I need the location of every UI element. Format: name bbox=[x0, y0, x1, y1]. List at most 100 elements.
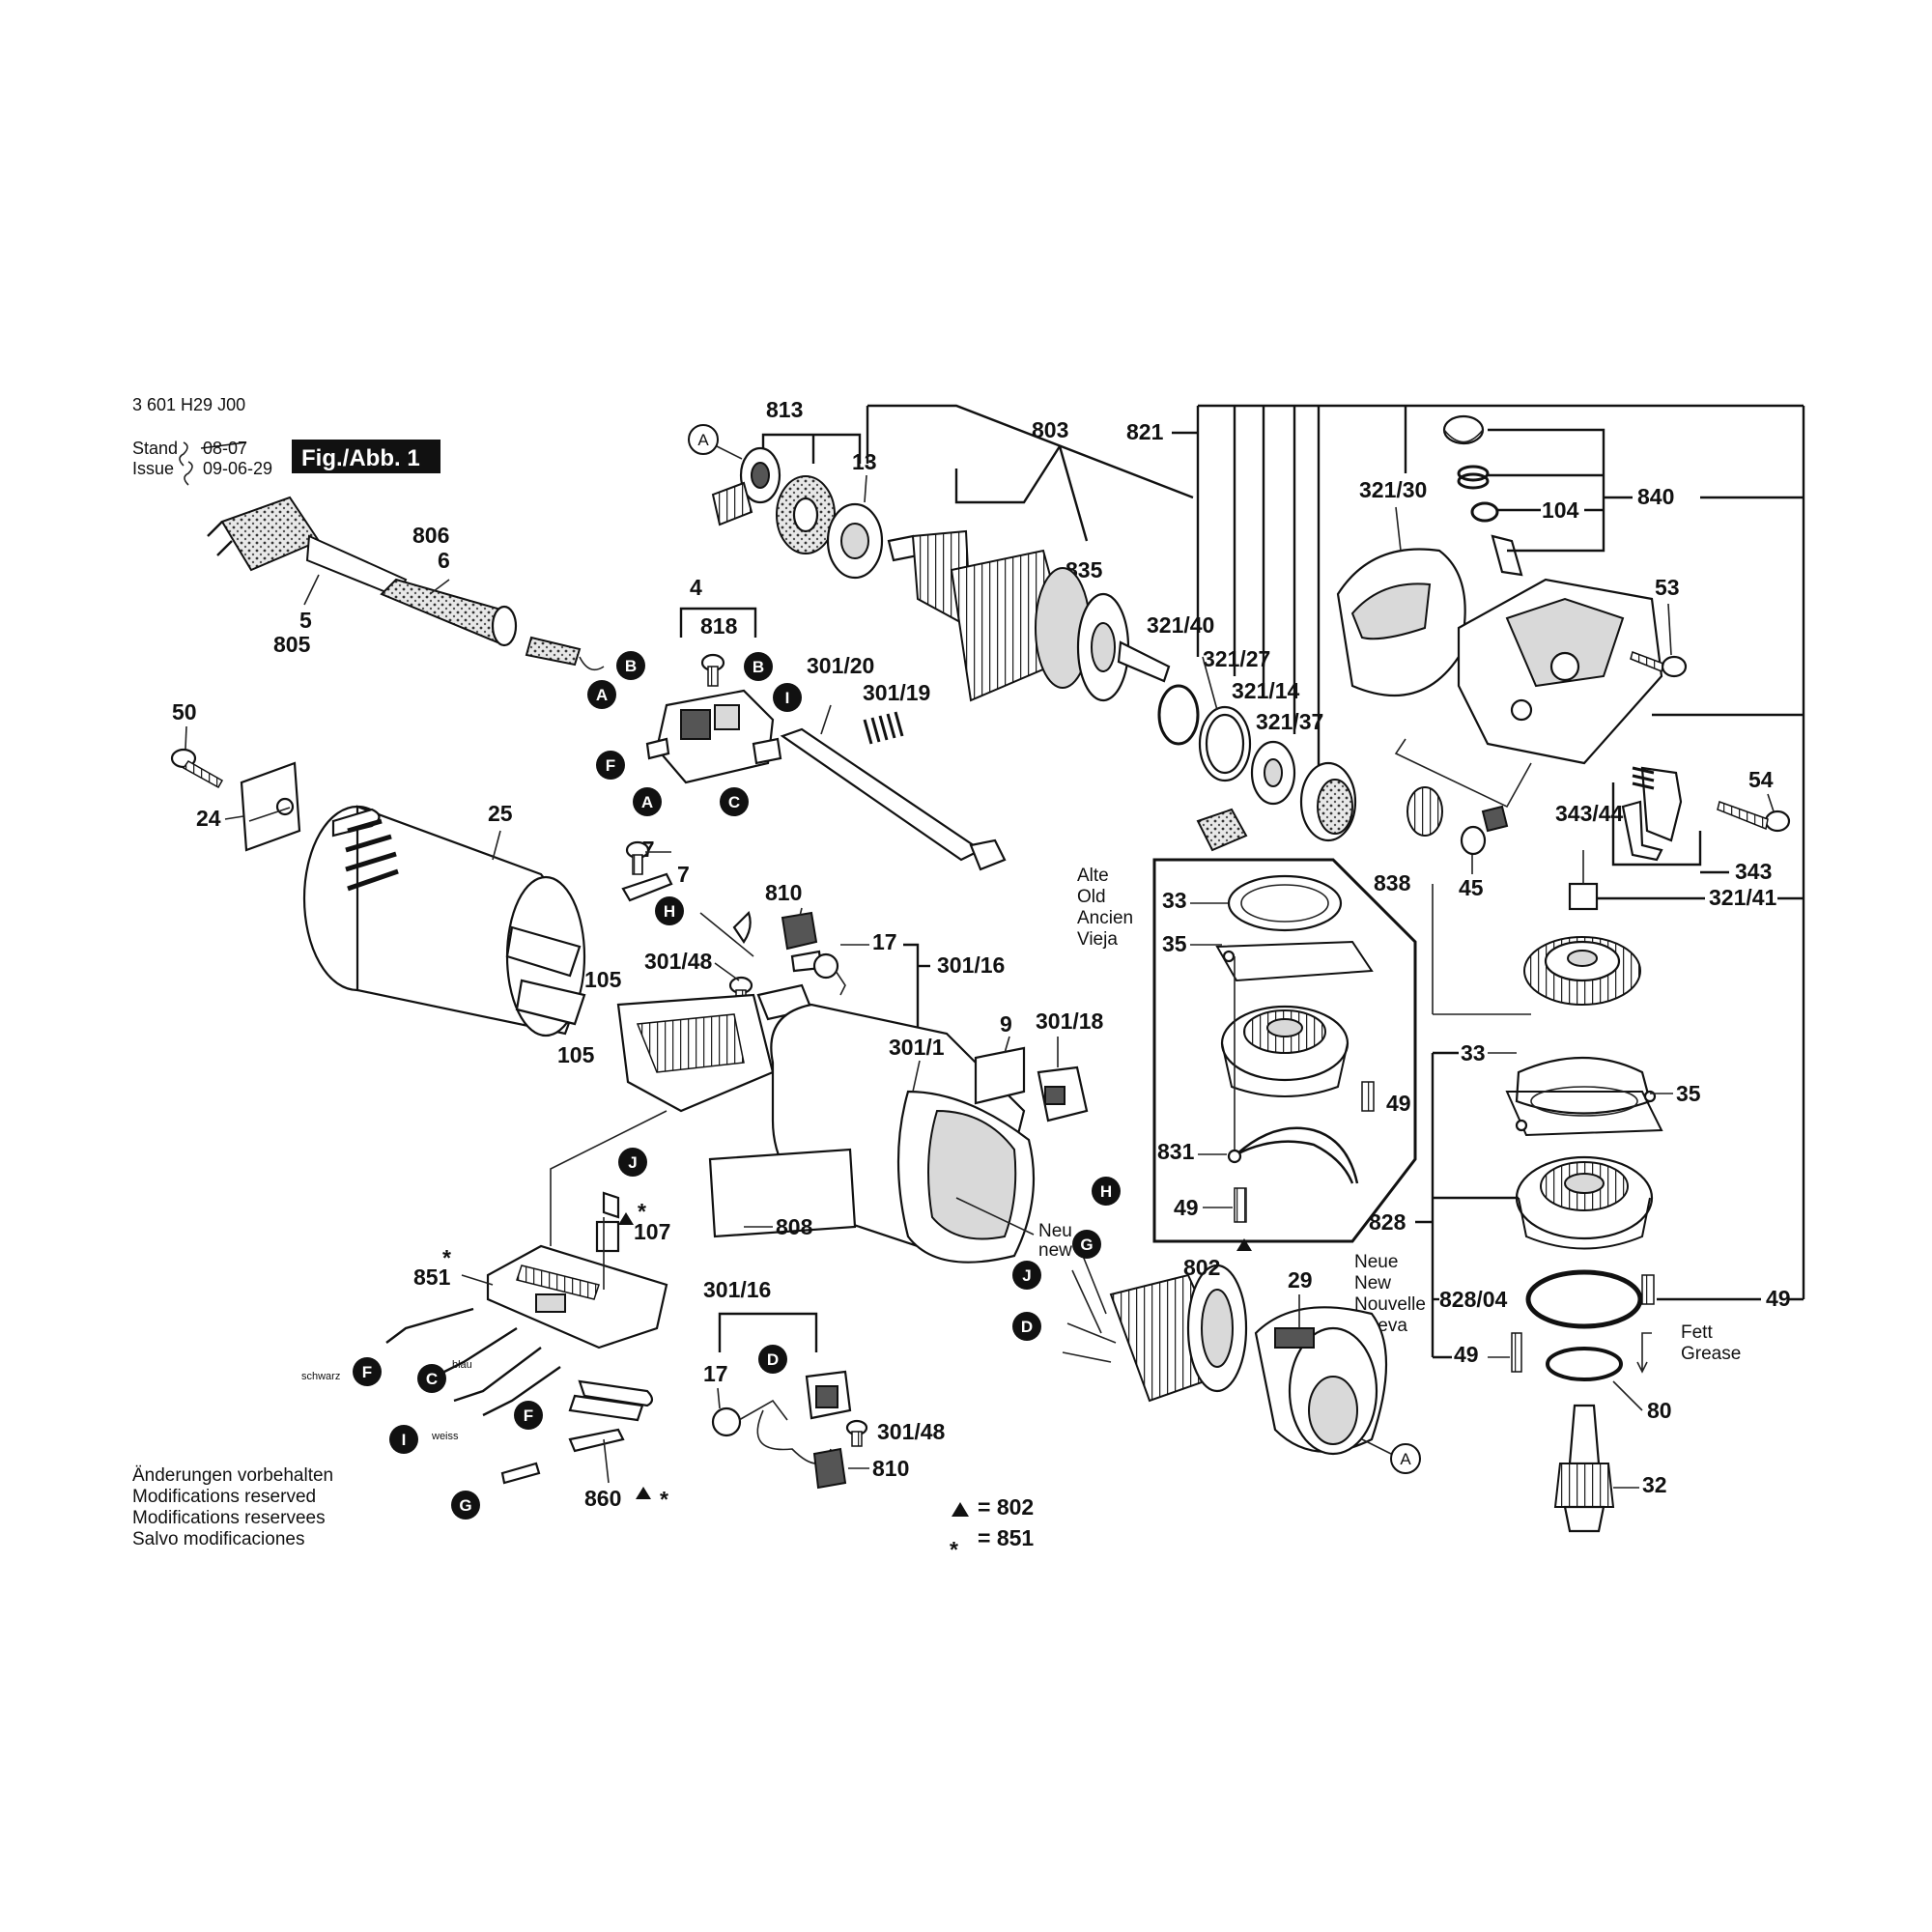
svg-text:A: A bbox=[596, 686, 608, 704]
callout-54: 54 bbox=[1748, 767, 1774, 792]
brush-holder-lower: 301/16 17 301/48 810 bbox=[703, 1277, 946, 1490]
callout-107: 107 bbox=[634, 1219, 670, 1244]
old-label-de: Alte bbox=[1077, 866, 1109, 886]
svg-text:F: F bbox=[606, 756, 615, 775]
callout-24: 24 bbox=[196, 806, 221, 831]
marker-a: A bbox=[633, 787, 662, 816]
callout-35-old: 35 bbox=[1162, 931, 1187, 956]
callout-803: 803 bbox=[1032, 417, 1068, 442]
bracket-821: 821 bbox=[1126, 404, 1805, 1299]
callout-301-19: 301/19 bbox=[863, 680, 930, 705]
new-label: new bbox=[1038, 1240, 1072, 1261]
svg-text:B: B bbox=[753, 658, 764, 676]
callout-33-new: 33 bbox=[1461, 1040, 1486, 1065]
legend: = 802 * = 851 bbox=[950, 1494, 1034, 1562]
new-label-en: New bbox=[1354, 1273, 1391, 1293]
svg-text:B: B bbox=[625, 657, 637, 675]
stator-802: 802 29 bbox=[1062, 1238, 1388, 1456]
callout-301-48-lower: 301/48 bbox=[877, 1419, 946, 1444]
callout-104: 104 bbox=[1542, 497, 1579, 523]
figure-label-box bbox=[292, 440, 440, 473]
callout-5: 5 bbox=[299, 608, 312, 633]
new-flange-group: 33 35 828 828/04 49 49 Neue New Nouvelle… bbox=[1354, 936, 1804, 1533]
callout-840: 840 bbox=[1637, 484, 1674, 509]
wire-color-blau: blau bbox=[452, 1359, 472, 1371]
new-label-fr: Nouvelle bbox=[1354, 1294, 1426, 1315]
callout-838: 838 bbox=[1374, 870, 1411, 895]
housing-25: 25 105 105 bbox=[302, 801, 622, 1067]
callout-860: 860 bbox=[584, 1486, 621, 1511]
callout-831: 831 bbox=[1157, 1139, 1195, 1164]
callout-810-lower: 810 bbox=[872, 1456, 909, 1481]
callout-301-1: 301/1 bbox=[889, 1035, 945, 1060]
strikethrough bbox=[200, 441, 247, 449]
marker-i: I bbox=[773, 683, 802, 712]
triangle-icon bbox=[952, 1502, 969, 1517]
callout-9: 9 bbox=[1000, 1011, 1012, 1037]
callout-321-30: 321/30 bbox=[1359, 477, 1427, 502]
star-icon: * bbox=[638, 1199, 646, 1224]
stand-label: Stand bbox=[132, 439, 178, 458]
callout-301-16-lower: 301/16 bbox=[703, 1277, 771, 1302]
svg-text:F: F bbox=[524, 1406, 533, 1425]
footer-notes: Änderungen vorbehalten Modifications res… bbox=[132, 1465, 333, 1549]
slider-301-20: 301/20 301/19 bbox=[780, 653, 1007, 871]
issue-label: Issue bbox=[132, 459, 174, 478]
callout-828-04: 828/04 bbox=[1439, 1287, 1508, 1312]
callout-49-new-lower: 49 bbox=[1454, 1342, 1479, 1367]
marker-d: D bbox=[758, 1345, 787, 1374]
marker-b: B bbox=[616, 651, 645, 680]
neu-label: Neu bbox=[1038, 1221, 1072, 1241]
legend-triangle: = 802 bbox=[978, 1494, 1034, 1520]
callout-49-old-right: 49 bbox=[1386, 1091, 1411, 1116]
callout-13: 13 bbox=[852, 449, 877, 474]
marker-c: C bbox=[417, 1364, 446, 1393]
svg-text:F: F bbox=[362, 1363, 372, 1381]
electronics-board-851: 107 * 851 * bbox=[413, 1110, 670, 1350]
spindle-lock-group: 343/44 343 321/41 838 45 bbox=[1374, 738, 1804, 1015]
callout-321-41: 321/41 bbox=[1709, 885, 1777, 910]
callout-301-48-upper: 301/48 bbox=[644, 949, 713, 974]
star-icon: * bbox=[950, 1537, 958, 1562]
old-flange-box: Alte Old Ancien Vieja 33 35 49 831 49 bbox=[1077, 858, 1417, 1243]
callout-105-upper: 105 bbox=[584, 967, 622, 992]
callout-813: 813 bbox=[766, 397, 803, 422]
fett-label: Fett bbox=[1681, 1322, 1713, 1343]
callout-821: 821 bbox=[1126, 419, 1164, 444]
callout-321-14: 321/14 bbox=[1232, 678, 1300, 703]
note-de: Änderungen vorbehalten bbox=[132, 1465, 333, 1486]
marker-a: A bbox=[1361, 1438, 1421, 1474]
callout-17-lower: 17 bbox=[703, 1361, 728, 1386]
callout-851: 851 bbox=[413, 1264, 451, 1290]
grease-label: Grease bbox=[1681, 1344, 1741, 1364]
svg-text:A: A bbox=[697, 431, 709, 449]
callout-808: 808 bbox=[776, 1214, 813, 1239]
power-cord-group: 806 6 5 805 bbox=[207, 496, 605, 671]
issue-value: 09-06-29 bbox=[203, 459, 272, 478]
svg-text:J: J bbox=[1022, 1266, 1031, 1285]
armature-803: 803 835 bbox=[866, 404, 1194, 702]
svg-text:G: G bbox=[459, 1496, 471, 1515]
callout-321-27: 321/27 bbox=[1203, 646, 1270, 671]
gear-rings-321: 321/40 321/27 321/14 321/37 bbox=[1147, 612, 1357, 852]
bracket-icon bbox=[184, 461, 193, 486]
svg-text:G: G bbox=[1080, 1236, 1093, 1254]
svg-text:A: A bbox=[1400, 1450, 1411, 1468]
wire-color-weiss: weiss bbox=[431, 1431, 459, 1442]
callout-301-20: 301/20 bbox=[807, 653, 874, 678]
callout-105-lower: 105 bbox=[557, 1042, 595, 1067]
svg-text:I: I bbox=[402, 1431, 407, 1449]
screw-50-plate-24: 50 24 bbox=[170, 699, 301, 852]
callout-321-37: 321/37 bbox=[1256, 709, 1323, 734]
marker-a: A bbox=[688, 424, 743, 460]
bearing-group-813: 813 13 bbox=[711, 397, 884, 580]
callout-32: 32 bbox=[1642, 1472, 1667, 1497]
svg-text:C: C bbox=[426, 1370, 438, 1388]
callout-806: 806 bbox=[412, 523, 449, 548]
marker-h: H bbox=[655, 896, 684, 925]
marker-d: D bbox=[1012, 1312, 1041, 1341]
marker-b: B bbox=[744, 652, 773, 681]
svg-text:H: H bbox=[664, 902, 675, 921]
callout-49-new-right: 49 bbox=[1766, 1286, 1791, 1311]
